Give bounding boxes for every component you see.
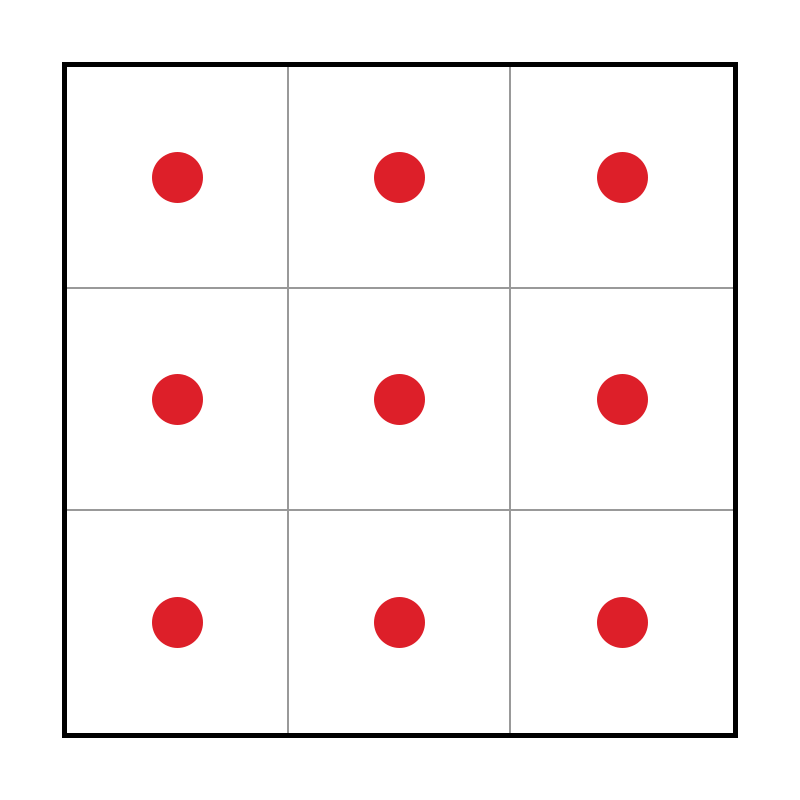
red-dot-r2-c1	[151, 373, 203, 425]
red-dot-r1-c1	[151, 151, 203, 203]
red-dot-r1-c3	[596, 151, 648, 203]
grid-cell-r2-c2	[289, 289, 511, 511]
grid-cell-r1-c3	[511, 67, 733, 289]
grid-cell-r2-c3	[511, 289, 733, 511]
dot-grid	[62, 62, 738, 738]
grid-cell-r3-c1	[67, 511, 289, 733]
grid-cell-r1-c2	[289, 67, 511, 289]
grid-cell-r2-c1	[67, 289, 289, 511]
red-dot-r1-c2	[373, 151, 425, 203]
grid-cell-r1-c1	[67, 67, 289, 289]
red-dot-r3-c1	[151, 596, 203, 648]
grid-cell-r3-c2	[289, 511, 511, 733]
red-dot-r2-c3	[596, 373, 648, 425]
red-dot-r2-c2	[373, 373, 425, 425]
grid-cell-r3-c3	[511, 511, 733, 733]
red-dot-r3-c2	[373, 596, 425, 648]
red-dot-r3-c3	[596, 596, 648, 648]
